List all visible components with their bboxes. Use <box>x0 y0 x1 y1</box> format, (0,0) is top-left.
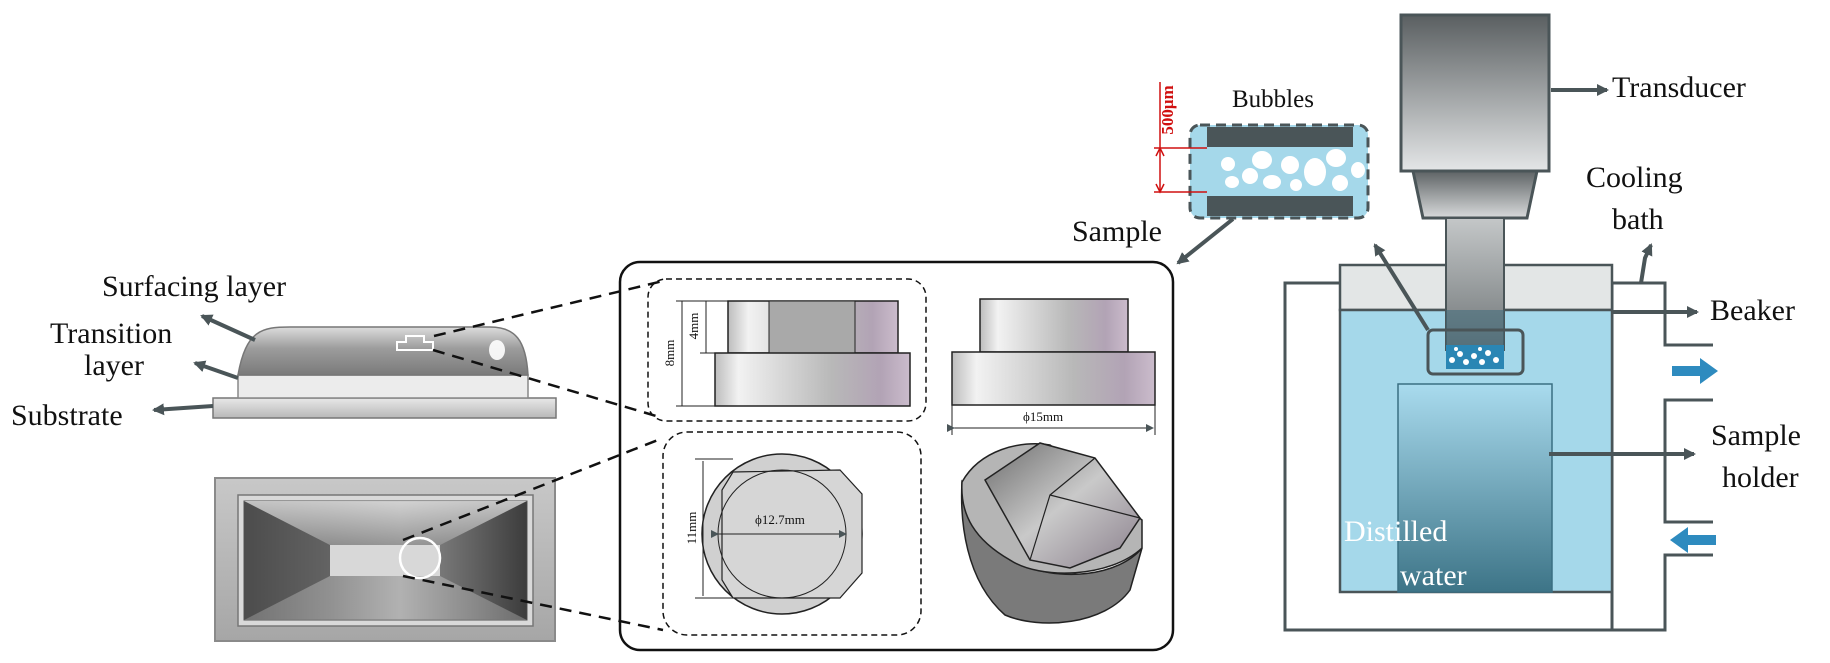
sample-holder <box>1397 383 1553 593</box>
label-arrows <box>152 84 1699 460</box>
transducer-label: Transducer <box>1612 71 1746 104</box>
sample-side-dimensioned <box>676 300 911 407</box>
distilled-water-label-line2: water <box>1400 559 1467 592</box>
cooling-bath-label-line2: bath <box>1612 203 1664 236</box>
inflow-arrow-icon <box>1672 358 1718 384</box>
surfacing-layer-label: Surfacing layer <box>102 270 287 303</box>
height-top-dimension: 4mm <box>686 312 701 340</box>
layered-sample-top-view <box>214 477 556 642</box>
ultrasonic-apparatus <box>1283 13 1718 632</box>
scale-bar-label: 500μm <box>1158 85 1177 135</box>
horn <box>1411 169 1539 220</box>
transducer <box>1399 13 1551 173</box>
bubbles-inset <box>1154 82 1370 220</box>
distilled-water-label-line1: Distilled <box>1344 515 1448 548</box>
transition-layer-label-line2: layer <box>84 349 144 382</box>
substrate-layer <box>212 397 557 419</box>
height-total-dimension: 8mm <box>662 339 677 367</box>
sample-holder-label-line1: Sample <box>1711 419 1801 452</box>
sample-circle-marker <box>398 536 442 580</box>
bubbles-label: Bubbles <box>1232 86 1314 113</box>
substrate-label: Substrate <box>11 399 123 432</box>
beaker-label: Beaker <box>1710 294 1795 327</box>
sample-detail-panel <box>618 260 1175 652</box>
diameter-base-dimension: ϕ15mm <box>1023 409 1064 424</box>
layered-sample-side-view <box>212 326 557 419</box>
transition-layer <box>237 374 529 399</box>
outflow-arrow-icon <box>1670 527 1716 553</box>
sample-isometric <box>960 442 1143 624</box>
cooling-bath-label-line1: Cooling <box>1586 161 1683 194</box>
sample-top-dimensioned <box>695 453 863 615</box>
flat-width-dimension: 11mm <box>684 511 699 545</box>
diameter-circle-dimension: ϕ12.7mm <box>755 512 805 527</box>
sample-location-marker <box>396 335 434 351</box>
surfacing-layer <box>237 326 529 376</box>
transition-layer-label-line1: Transition <box>50 317 173 350</box>
sample-label: Sample <box>1072 215 1162 248</box>
sample-side-plain <box>947 298 1156 435</box>
sample-holder-label-line2: holder <box>1722 461 1799 494</box>
scale-bar <box>1154 82 1207 194</box>
